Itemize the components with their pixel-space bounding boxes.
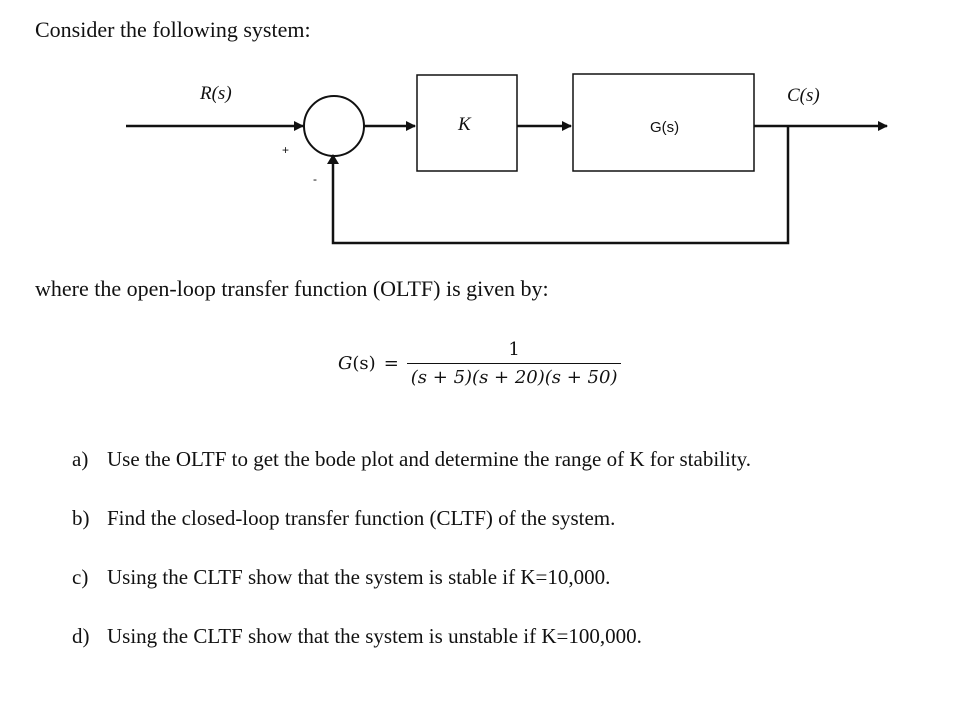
plus-sign: + [282, 143, 289, 157]
fraction-denominator: (s + 5)(s + 20)(s + 50) [410, 366, 618, 388]
equals-sign: = [383, 352, 399, 374]
gain-label: K [457, 114, 472, 135]
equation-lhs-arg: (s) [352, 352, 376, 374]
question-item: a) Use the OLTF to get the bode plot and… [72, 447, 751, 506]
intro-text: Consider the following system: [35, 17, 311, 42]
fraction-bar [406, 362, 622, 364]
gain-block [416, 74, 518, 172]
question-text: Use the OLTF to get the bode plot and de… [107, 447, 752, 471]
input-label: R(s) [199, 83, 232, 104]
question-item: b) Find the closed-loop transfer functio… [72, 506, 751, 565]
fraction-numerator: 1 [508, 338, 520, 360]
feedback-arrowhead [327, 154, 339, 164]
question-letter: b) [72, 506, 90, 530]
question-item: d) Using the CLTF show that the system i… [72, 624, 751, 683]
minus-sign: - [313, 172, 317, 186]
fraction: 1 (s + 5)(s + 20)(s + 50) [406, 338, 622, 388]
equation-lhs-var: G [338, 352, 353, 374]
question-text: Using the CLTF show that the system is s… [107, 565, 611, 589]
question-letter: a) [72, 447, 89, 471]
question-item: c) Using the CLTF show that the system i… [72, 565, 751, 624]
feedback-path [331, 126, 790, 245]
question-text: Find the closed-loop transfer function (… [107, 506, 616, 530]
plant-label: G(s) [650, 119, 679, 136]
transfer-function-equation: G(s) = 1 (s + 5)(s + 20)(s + 50) [338, 332, 622, 394]
output-label: C(s) [787, 85, 820, 106]
question-letter: d) [72, 624, 90, 648]
question-list: a) Use the OLTF to get the bode plot and… [72, 447, 751, 683]
block-diagram: R(s) C(s) K G(s) + - [126, 73, 888, 245]
equation-lhs: G(s) [338, 353, 376, 374]
plant-block [572, 73, 755, 172]
oltf-intro-text: where the open-loop transfer function (O… [35, 276, 549, 301]
summing-junction [303, 95, 365, 157]
question-letter: c) [72, 565, 89, 589]
question-text: Using the CLTF show that the system is u… [107, 624, 642, 648]
